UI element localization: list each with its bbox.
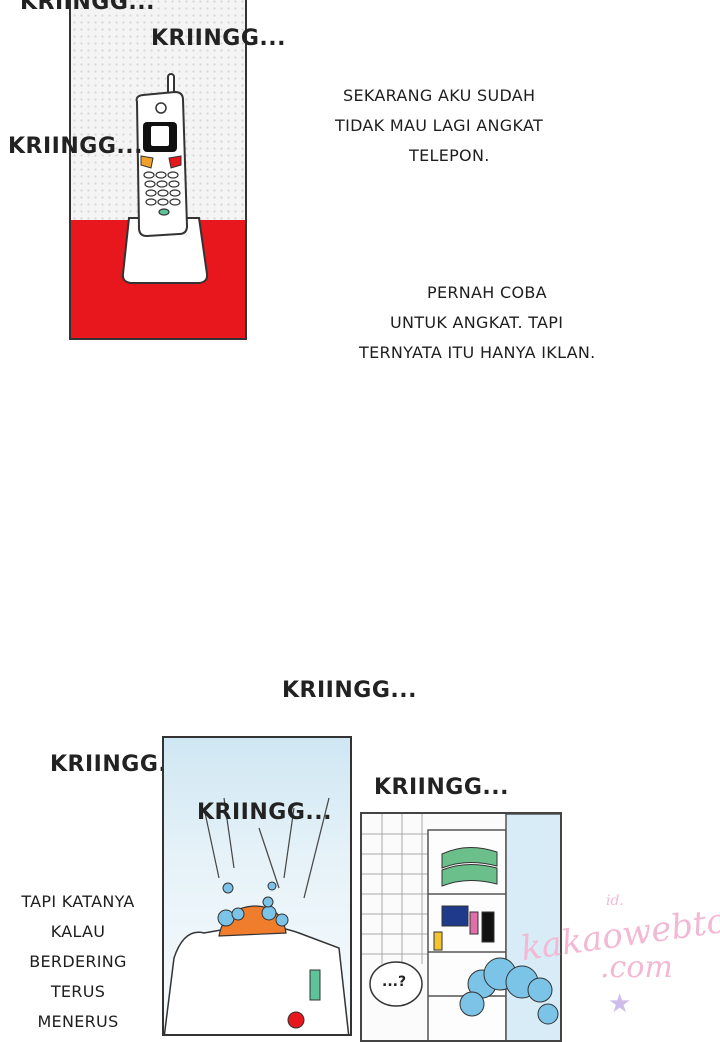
sfx-ring-6: KRIINGG... — [197, 800, 332, 825]
panel-bathroom: ...? — [360, 812, 562, 1042]
panel-phone — [69, 0, 247, 340]
watermark-suffix: .com — [600, 950, 673, 985]
sleeping-person-icon — [164, 797, 350, 1034]
narration-block-2: PERNAH COBA UNTUK ANGKAT. TAPI TERNYATA … — [359, 278, 596, 368]
sfx-ring-1: KRIINGG... — [20, 0, 155, 15]
star-icon: ★ — [608, 988, 632, 1018]
bathroom-shelf-icon — [362, 814, 560, 1040]
narration-block-3: TAPI KATANYA KALAU BERDERING TERUS MENER… — [16, 887, 140, 1037]
panel-bedroom — [162, 736, 352, 1036]
sfx-ring-2: KRIINGG... — [151, 26, 286, 51]
narration-line: TELEPON. — [409, 146, 490, 165]
narration-line: BERDERING — [29, 952, 127, 971]
narration-line: TIDAK MAU LAGI ANGKAT — [335, 116, 544, 135]
narration-line: TERNYATA ITU HANYA IKLAN. — [359, 343, 596, 362]
narration-line: SEKARANG AKU SUDAH — [343, 86, 536, 105]
narration-line: UNTUK ANGKAT. TAPI — [390, 313, 564, 332]
narration-line: TERUS — [50, 982, 106, 1001]
narration-block-1: SEKARANG AKU SUDAH TIDAK MAU LAGI ANGKAT… — [335, 81, 543, 171]
speech-bubble-text: ...? — [382, 974, 407, 990]
narration-line: PERNAH COBA — [427, 283, 547, 302]
sfx-ring-4: KRIINGG... — [282, 678, 417, 703]
narration-line: TAPI KATANYA — [21, 892, 135, 911]
narration-line: KALAU — [50, 922, 106, 941]
narration-line: MENERUS — [37, 1012, 119, 1031]
sfx-ring-7: KRIINGG... — [374, 775, 509, 800]
sfx-ring-3: KRIINGG... — [8, 134, 143, 159]
cordless-phone-icon — [121, 73, 209, 284]
watermark-prefix: id. — [606, 893, 624, 909]
